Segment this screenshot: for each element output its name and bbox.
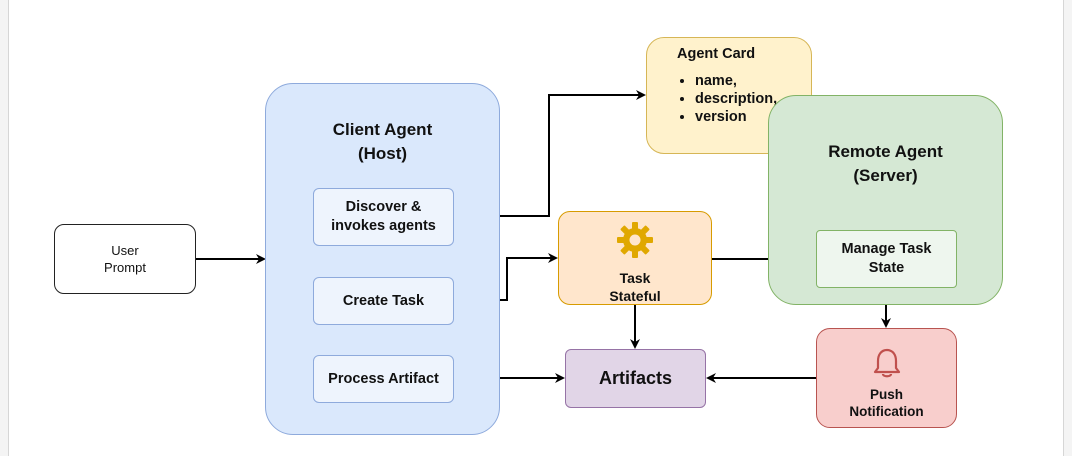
- artifacts-node: Artifacts: [565, 349, 706, 408]
- remote-agent-node: Remote Agent (Server): [768, 95, 1003, 305]
- process-artifact-label: Process Artifact: [328, 370, 439, 387]
- agent-card-field: version: [695, 108, 777, 126]
- discover-agents-node: Discover & invokes agents: [313, 188, 454, 246]
- gear-icon: [615, 220, 655, 265]
- client-agent-title: Client Agent (Host): [332, 120, 433, 163]
- agent-card-field: name,: [695, 72, 777, 90]
- agent-card-fields: name, description, version: [677, 72, 777, 126]
- manage-task-state-node: Manage Task State: [816, 230, 957, 288]
- user-prompt-node: User Prompt: [54, 224, 196, 294]
- discover-agents-label: Discover & invokes agents: [331, 199, 436, 234]
- arrow-discover-to-card: [454, 90, 646, 217]
- push-notification-node: Push Notification: [816, 328, 957, 428]
- push-notification-label: Push Notification: [849, 387, 924, 419]
- create-task-node: Create Task: [313, 277, 454, 325]
- remote-agent-title: Remote Agent (Server): [828, 142, 943, 185]
- task-stateful-node: Task Stateful: [558, 211, 712, 305]
- agent-card-title: Agent Card: [677, 46, 756, 62]
- agent-card-field: description,: [695, 90, 777, 108]
- artifacts-label: Artifacts: [598, 368, 673, 388]
- bell-icon: [872, 347, 902, 384]
- create-task-label: Create Task: [342, 292, 425, 309]
- manage-task-state-label: Manage Task State: [841, 241, 932, 276]
- task-stateful-label: Task Stateful: [609, 270, 661, 304]
- user-prompt-label: User Prompt: [104, 243, 146, 275]
- process-artifact-node: Process Artifact: [313, 355, 454, 403]
